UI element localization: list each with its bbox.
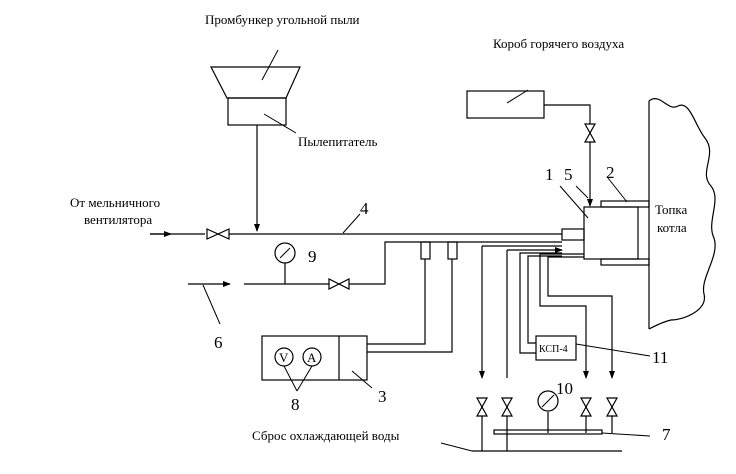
water-valve-3-icon: [579, 397, 593, 417]
pipe-6-to-burner: [349, 241, 562, 285]
hopper-label: Промбункер угольной пыли: [205, 12, 360, 27]
pressure-gauge-9-icon: [274, 242, 296, 264]
hot-air-line: [544, 104, 591, 124]
sensor-well-2: [447, 241, 458, 260]
from-fan-label-2: вентилятора: [84, 212, 152, 227]
ksp4-recorder: [535, 335, 577, 361]
instrument-block-3: [261, 335, 368, 381]
hot-air-box: [466, 90, 545, 119]
ksp4-label: КСП-4: [539, 344, 568, 355]
water-valve-4-icon: [605, 397, 619, 417]
voltmeter-label: V: [279, 350, 289, 365]
pointer-3: [351, 370, 373, 389]
number-1: 1: [545, 165, 554, 184]
number-11: 11: [652, 348, 668, 367]
main-valve-icon: [206, 228, 230, 240]
pointer-11: [575, 343, 651, 357]
furnace-label-2: котла: [657, 220, 687, 235]
pointer-4: [342, 213, 361, 234]
number-5: 5: [564, 165, 573, 184]
number-4: 4: [360, 199, 369, 218]
number-9: 9: [308, 247, 317, 266]
water-header-7: [493, 429, 603, 435]
pointer-1: [559, 185, 589, 219]
number-10: 10: [556, 379, 573, 398]
pipe-6-valve-icon: [328, 278, 350, 290]
number-8: 8: [291, 395, 300, 414]
pressure-gauge-10-icon: [537, 390, 559, 412]
ammeter-label: A: [307, 350, 317, 365]
number-7: 7: [662, 425, 671, 444]
water-discharge-label: Сброс охлаждающей воды: [252, 428, 400, 443]
pointer-2: [607, 177, 628, 203]
coal-dust-hopper: [210, 49, 301, 134]
number-2: 2: [606, 163, 615, 182]
pointer-7: [601, 432, 651, 437]
hot-air-box-label: Короб горячего воздуха: [493, 36, 624, 51]
sensor-well-1: [420, 241, 431, 260]
feeder-label: Пылепитатель: [298, 134, 378, 149]
water-valve-2-icon: [500, 397, 514, 417]
furnace-label-1: Топка: [655, 202, 688, 217]
pointer-5: [575, 185, 589, 199]
burner-1: [561, 200, 650, 266]
hot-air-valve-icon: [583, 123, 597, 143]
water-valve-1-icon: [475, 397, 489, 417]
number-6: 6: [214, 333, 223, 352]
furnace-outline: [648, 98, 716, 330]
pointer-6: [202, 284, 221, 325]
number-3: 3: [378, 387, 387, 406]
from-fan-label-1: От мельничного: [70, 195, 160, 210]
